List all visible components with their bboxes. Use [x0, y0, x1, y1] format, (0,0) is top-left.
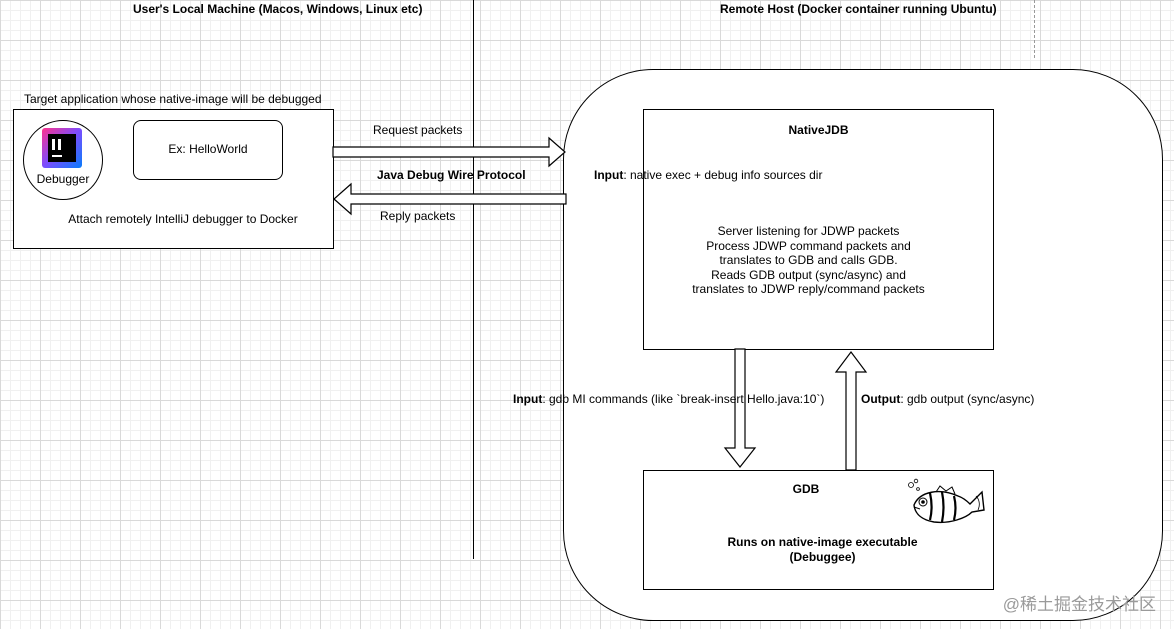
- nativejdb-desc-line: Process JDWP command packets and: [706, 238, 911, 253]
- gdb-output-text: : gdb output (sync/async): [900, 392, 1035, 406]
- remote-host-header: Remote Host (Docker container running Ub…: [720, 2, 997, 16]
- gdb-box[interactable]: [643, 470, 994, 590]
- gdb-title: GDB: [792, 482, 820, 496]
- gdb-input-text: : gdb MI commands (like `break-insert He…: [542, 392, 825, 406]
- gdb-output-description: Output: gdb output (sync/async): [861, 392, 1034, 406]
- hello-world-box[interactable]: [133, 120, 283, 180]
- gdb-output-arrow: [834, 351, 868, 471]
- intellij-idea-icon: [37, 128, 89, 170]
- target-app-caption: Target application whose native-image wi…: [24, 92, 322, 106]
- request-packets-label: Request packets: [373, 123, 463, 137]
- gdb-input-arrow: [723, 348, 757, 468]
- gdb-archerfish-icon: [908, 478, 985, 524]
- nativejdb-input: Input: native exec + debug info sources …: [594, 168, 822, 182]
- nativejdb-input-label: Input: [594, 168, 624, 182]
- hello-world-label: Ex: HelloWorld: [168, 142, 248, 156]
- gdb-runs-line: Runs on native-image executable: [727, 535, 918, 549]
- nativejdb-title: NativeJDB: [788, 123, 849, 137]
- gdb-input-commands: Input: gdb MI commands (like `break-inse…: [513, 392, 824, 406]
- reply-packets-label: Reply packets: [380, 209, 456, 223]
- gdb-runs-line: (Debuggee): [789, 549, 856, 564]
- jdwp-protocol-label: Java Debug Wire Protocol: [377, 168, 526, 182]
- gdb-output-label: Output: [861, 392, 901, 406]
- nativejdb-desc-line: Server listening for JDWP packets: [717, 224, 900, 238]
- nativejdb-desc-line: translates to JDWP reply/command packets: [692, 282, 925, 296]
- gdb-input-label: Input: [513, 392, 543, 406]
- nativejdb-description: Server listening for JDWP packets Proces…: [643, 224, 974, 297]
- local-machine-header: User's Local Machine (Macos, Windows, Li…: [133, 2, 423, 16]
- local-remote-divider: [473, 0, 474, 559]
- nativejdb-desc-line: Reads GDB output (sync/async) and: [711, 267, 906, 282]
- nativejdb-input-text: : native exec + debug info sources dir: [623, 168, 823, 182]
- reply-arrow: [333, 182, 567, 216]
- watermark-text: @稀土掘金技术社区: [1002, 595, 1156, 614]
- gdb-runs-text: Runs on native-image executable (Debugge…: [643, 535, 1002, 564]
- request-arrow: [332, 136, 566, 168]
- dashed-guide-line: [1034, 0, 1035, 58]
- debugger-label: Debugger: [36, 172, 90, 186]
- attach-debugger-text: Attach remotely IntelliJ debugger to Doc…: [68, 212, 298, 226]
- nativejdb-desc-line: translates to GDB and calls GDB.: [719, 253, 898, 267]
- nativejdb-box[interactable]: [643, 109, 994, 350]
